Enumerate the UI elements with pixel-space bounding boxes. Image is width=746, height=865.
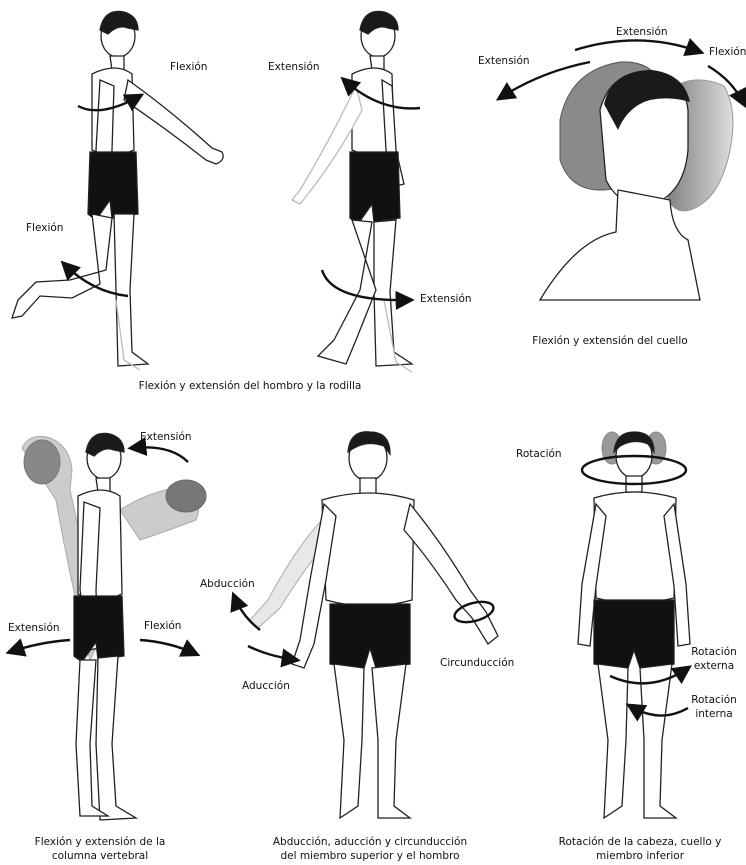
spine-flexion-arrow [140,640,196,654]
label-abduccion: Abducción [200,578,255,590]
label-knee-flexion: Flexión [26,222,63,234]
label-head-rotation: Rotación [516,448,562,460]
label-neck-flexion: Flexión [709,46,746,58]
panel-neck-figure [540,62,733,300]
panel-upper-limb-figure [250,432,498,818]
label-shoulder-extension: Extensión [268,61,320,73]
panel-rotation-figure [578,432,690,818]
label-circunduccion: Circunducción [440,657,514,669]
caption-shoulder-knee: Flexión y extensión del hombro y la rodi… [100,380,400,394]
caption-neck: Flexión y extensión del cuello [500,335,720,349]
label-spine-extension-top: Extensión [140,431,192,443]
label-spine-extension-left: Extensión [8,622,60,634]
label-spine-flexion: Flexión [144,620,181,632]
aduccion-arrow [248,646,296,660]
label-neck-extension-left: Extensión [478,55,530,67]
neck-extension-top-arrow [575,40,700,52]
spine-extension-top-arrow [132,447,188,462]
label-knee-extension: Extensión [420,293,472,305]
spine-extension-left-arrow [10,640,70,652]
label-neck-extension-top: Extensión [616,26,668,38]
label-shoulder-flexion: Flexión [170,61,207,73]
label-aduccion: Aducción [242,680,290,692]
